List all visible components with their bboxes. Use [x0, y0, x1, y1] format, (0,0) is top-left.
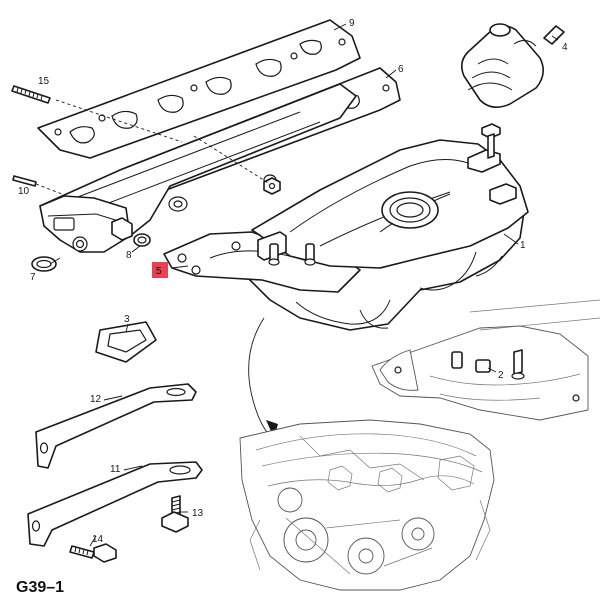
- part-11-bracket: [27, 461, 203, 547]
- callout-5-highlight: [152, 262, 168, 278]
- callout-12: 12: [90, 394, 102, 405]
- leader-14: [89, 535, 97, 547]
- location-arrow: [248, 317, 273, 439]
- leader-8: [131, 245, 141, 253]
- leader-7: [49, 257, 61, 265]
- part-12-bracket: [35, 383, 197, 469]
- callout-14: 14: [92, 534, 104, 545]
- callout-1: 1: [520, 240, 526, 251]
- engine-location-view: [239, 419, 495, 591]
- part-15-stud-bolt: [11, 85, 51, 104]
- leader-9: [333, 23, 347, 31]
- alignment-line-10: [35, 183, 63, 195]
- rubber-boot: [460, 23, 544, 108]
- figure-title: G39–1: [16, 579, 64, 596]
- manifold-bolt: [481, 123, 501, 159]
- callout-8: 8: [126, 250, 132, 261]
- alignment-line-15: [55, 99, 183, 143]
- callout-2: 2: [498, 370, 504, 381]
- leader-1: [503, 233, 519, 245]
- callout-3: 3: [124, 314, 130, 325]
- callout-4: 4: [562, 42, 568, 53]
- exhaust-flange-block: [39, 83, 357, 253]
- leader-2: [487, 367, 497, 373]
- callout-15: 15: [38, 76, 50, 87]
- part-4-cap: [543, 25, 565, 45]
- part-3-clip: [95, 321, 157, 363]
- part-8-o-ring: [133, 233, 151, 247]
- flange-nut: [263, 177, 281, 195]
- part-14-bolt: [69, 543, 117, 563]
- leader-5: [171, 265, 189, 269]
- alignment-line-nut: [193, 135, 271, 185]
- callout-7: 7: [30, 272, 36, 283]
- part-10-pin: [12, 175, 37, 187]
- leader-12: [103, 395, 123, 401]
- callout-13: 13: [192, 508, 204, 519]
- callout-10: 10: [18, 186, 30, 197]
- callout-11: 11: [110, 464, 121, 475]
- inset-manifold-detail: [371, 299, 600, 421]
- callout-6: 6: [398, 64, 404, 75]
- part-1-intake-manifold: [163, 139, 529, 331]
- part-9-gasket: [37, 19, 361, 159]
- part-13-bolt: [161, 495, 189, 533]
- leader-6: [385, 69, 397, 79]
- leader-11: [123, 465, 143, 471]
- leader-3: [125, 323, 129, 333]
- leader-4: [551, 35, 559, 41]
- callout-9: 9: [349, 18, 355, 29]
- part-7-seal-ring: [31, 256, 57, 272]
- callout-5: 5: [156, 266, 162, 277]
